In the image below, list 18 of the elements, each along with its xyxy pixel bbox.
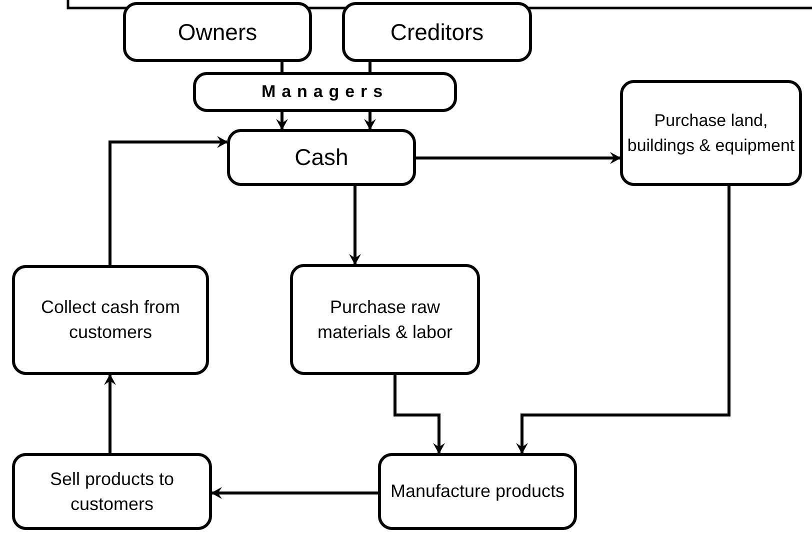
arrow — [394, 375, 445, 454]
arrow — [276, 112, 288, 130]
process-box: Manufacture products — [378, 453, 577, 530]
process-box: Managers — [193, 72, 457, 112]
arrow — [211, 487, 378, 499]
arrow — [104, 374, 116, 453]
process-box: Creditors — [342, 2, 532, 62]
arrow — [108, 136, 228, 265]
process-box: Purchase raw materials & labor — [290, 264, 480, 375]
process-box: Owners — [123, 2, 312, 62]
arrow — [364, 112, 376, 130]
arrow — [416, 152, 621, 164]
arrow — [516, 186, 730, 454]
process-box: Collect cash from customers — [12, 265, 209, 375]
process-box: Sell products to customers — [12, 453, 212, 530]
arrow — [349, 186, 361, 265]
process-box: Purchase land, buildings & equipment — [620, 80, 802, 186]
process-box: Cash — [227, 129, 416, 186]
